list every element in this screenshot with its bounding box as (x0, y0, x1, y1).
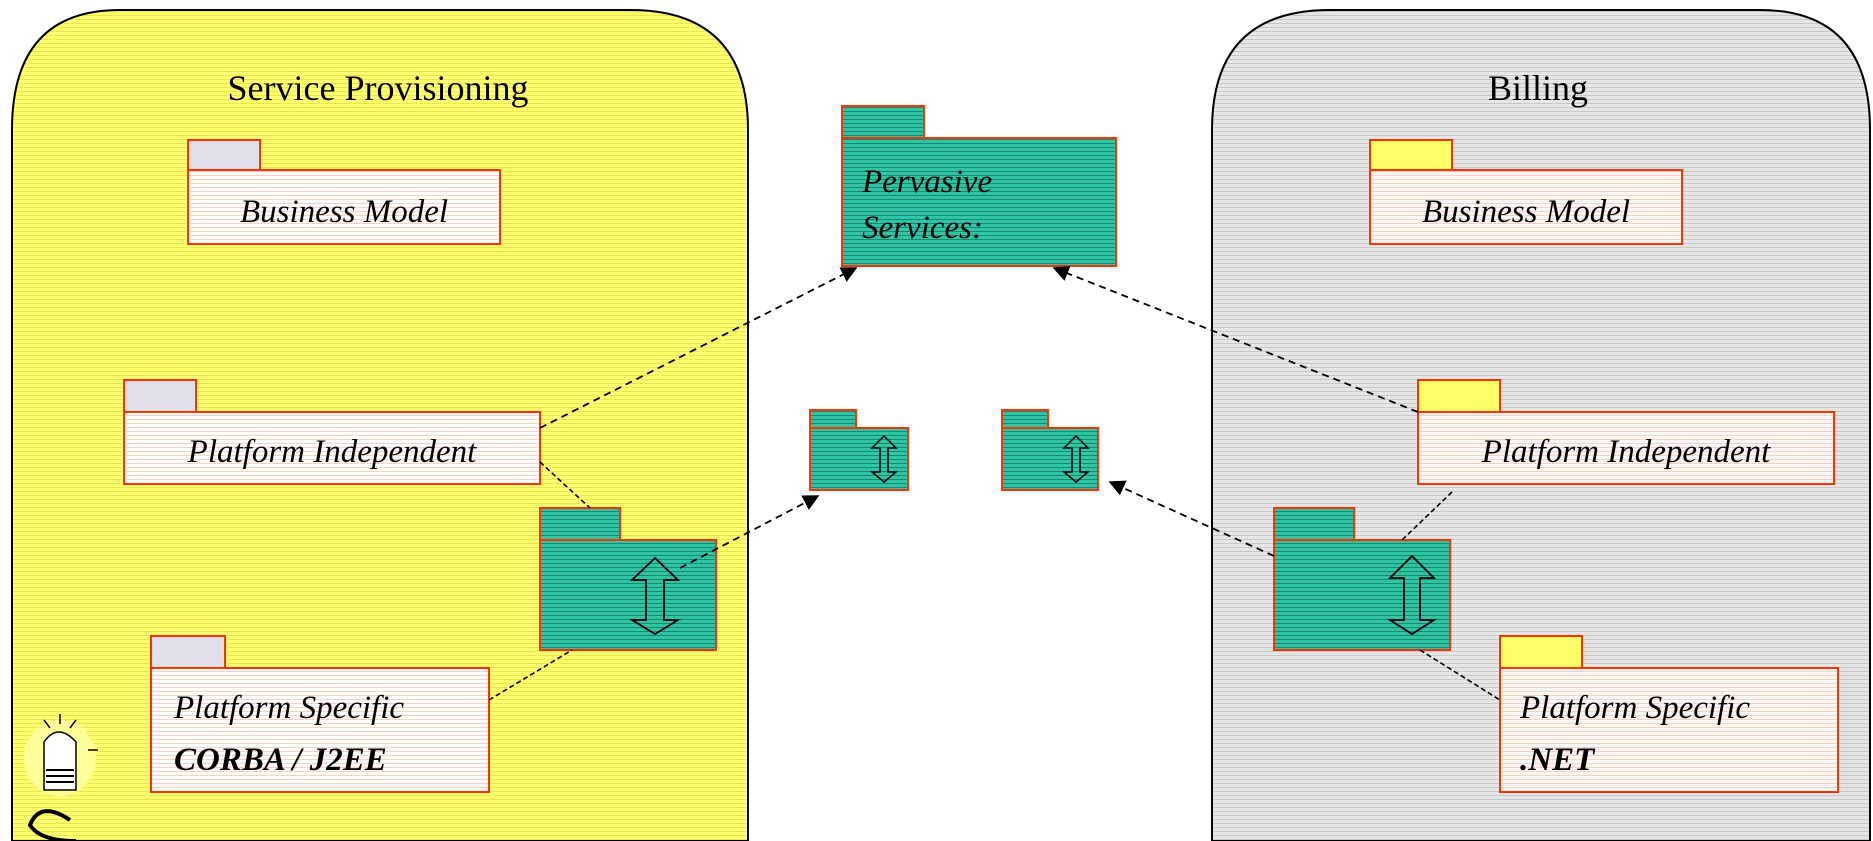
right-platform-independent-package[interactable]: Platform Independent (1417, 379, 1835, 485)
right-platform-specific-tech: .NET (1520, 742, 1596, 778)
service-provisioning-title: Service Provisioning (228, 68, 529, 108)
right-platform-specific-label: Platform Specific (1519, 690, 1750, 726)
right-platform-independent-label: Platform Independent (1481, 434, 1772, 470)
right-pi-to-mapping-connector (1401, 491, 1453, 541)
right-mapping-to-center-dependency (1108, 480, 1275, 557)
left-platform-specific-package[interactable]: Platform Specific CORBA / J2EE (150, 635, 490, 793)
left-platform-independent-package[interactable]: Platform Independent (123, 379, 541, 485)
billing-domain: Billing Business Model Platform Independ… (1211, 9, 1871, 841)
center-left-mapping-package[interactable] (809, 409, 909, 491)
service-provisioning-domain: Service Provisioning Business Model Plat… (11, 9, 749, 841)
left-mapping-package[interactable] (539, 507, 717, 651)
pervasive-services-line1: Pervasive (861, 164, 992, 200)
left-mapping-to-center-dependency (679, 495, 820, 569)
left-platform-specific-label: Platform Specific (173, 690, 404, 726)
left-platform-specific-tech: CORBA / J2EE (174, 742, 387, 778)
right-platform-specific-package[interactable]: Platform Specific .NET (1499, 635, 1839, 793)
billing-title: Billing (1488, 68, 1588, 108)
left-platform-independent-label: Platform Independent (187, 434, 478, 470)
center-right-mapping-package[interactable] (1001, 409, 1099, 491)
center-right-bidirectional-arrow-icon (1061, 434, 1091, 483)
left-bidirectional-arrow-icon (628, 556, 682, 636)
left-pi-to-mapping-connector (539, 461, 591, 509)
left-ps-to-mapping-connector (488, 649, 573, 701)
right-mapping-package[interactable] (1273, 507, 1451, 651)
left-business-model-package[interactable]: Business Model (187, 139, 501, 245)
right-business-model-label: Business Model (1422, 194, 1630, 230)
right-bidirectional-arrow-icon (1386, 554, 1438, 636)
right-business-model-package[interactable]: Business Model (1369, 139, 1683, 245)
right-pi-to-pervasive-dependency (1052, 265, 1419, 413)
center-left-bidirectional-arrow-icon (869, 434, 899, 483)
pervasive-services-package[interactable]: Pervasive Services: (841, 105, 1117, 267)
left-business-model-label: Business Model (240, 194, 448, 230)
lightbulb-icon (24, 714, 98, 841)
pervasive-services-line2: Services: (862, 210, 983, 246)
